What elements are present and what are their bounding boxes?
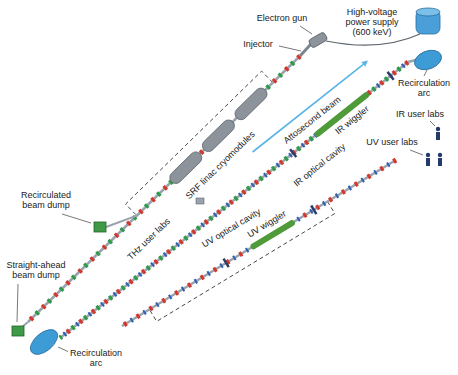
cavity-mirror (311, 206, 316, 215)
part-label: IR wiggler (333, 103, 372, 137)
magnet-row (122, 160, 396, 326)
part-label: Recirculated beam dump (18, 190, 75, 210)
part-label: Electron gun (256, 13, 309, 23)
cavity-mirror (388, 72, 394, 80)
cavity-mirror (224, 259, 229, 268)
cavity-mirror (290, 149, 296, 157)
dashed-bracket (126, 71, 273, 216)
attosecond-beamline (253, 64, 364, 152)
user-figure (438, 153, 442, 157)
magnet-row (122, 160, 396, 326)
dump-line (106, 216, 137, 227)
magnet-row (60, 62, 408, 338)
leader-line (17, 284, 18, 322)
user-figure (426, 158, 430, 166)
part-label: Injector (242, 39, 274, 49)
electron-gun (308, 32, 328, 49)
part-label: IR user labs (395, 109, 445, 119)
leader-line (62, 214, 91, 223)
cryomodule (233, 86, 270, 123)
part-label: UV user labs (365, 137, 419, 147)
part-label: Straight-ahead beam dump (4, 260, 68, 280)
ir-beamline (60, 62, 408, 338)
part-label: IR optical cavity (291, 141, 348, 189)
dashed-bracket (149, 202, 334, 322)
part-label: Recirculation arc (68, 348, 125, 368)
uv-beamline (122, 160, 396, 326)
part-label: THz user labs (125, 215, 173, 262)
part-label: Recirculation arc (396, 78, 453, 98)
part-label: Attosecond beam (281, 94, 344, 147)
magnet-row (60, 62, 408, 338)
hv-tank-top (416, 8, 440, 16)
beam-dump (94, 222, 106, 232)
part-label: High-voltage power supply (600 keV) (335, 7, 409, 37)
injector-pipe (300, 44, 311, 56)
user-figure (436, 132, 440, 140)
beam-dump (12, 326, 24, 336)
part-label: SRF linac cryomodules (183, 128, 258, 201)
leader-line (424, 70, 427, 76)
leader-line (430, 121, 435, 126)
arrow-head (361, 61, 368, 67)
leader-line (410, 150, 423, 155)
recirculation-arc (412, 47, 444, 73)
leader-line (279, 46, 301, 51)
thz-station (196, 198, 204, 204)
leader-line (300, 26, 312, 34)
user-figure (438, 158, 442, 166)
user-figure (426, 153, 430, 157)
recirculation-arc (26, 325, 62, 359)
user-figure (436, 127, 440, 131)
magnet-row (60, 62, 408, 338)
